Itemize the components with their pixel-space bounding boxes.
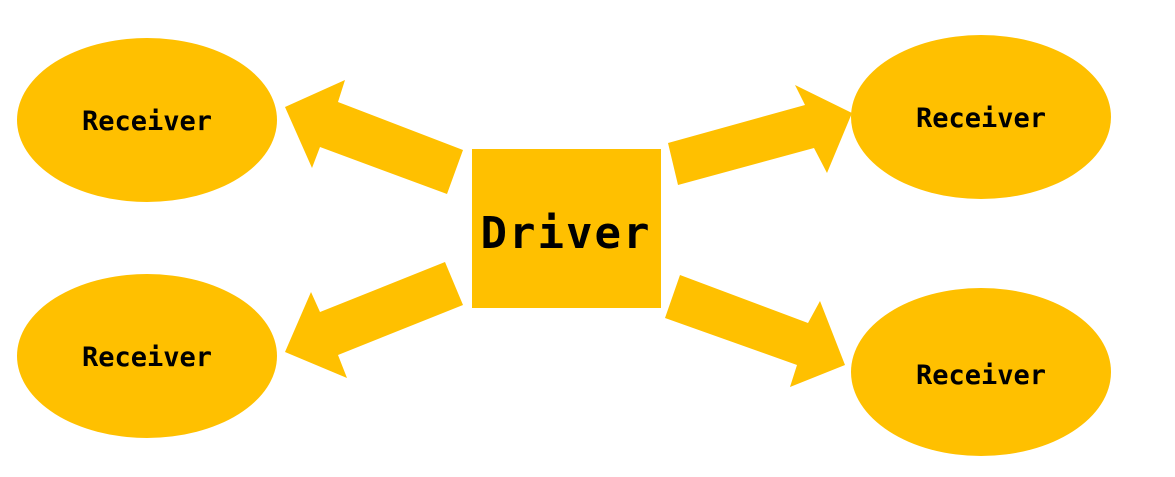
arrow-top-left [285,80,463,194]
driver-box [472,149,661,308]
arrow-top-right [668,85,852,185]
receiver-label: Receiver [82,106,212,137]
receiver-top-right [851,35,1111,199]
receiver-label: Receiver [916,103,1046,134]
receiver-bottom-right [851,288,1111,456]
receiver-top-left [17,38,277,202]
receiver-label: Receiver [82,342,212,373]
receiver-label: Receiver [916,360,1046,391]
arrow-bottom-right [665,275,845,387]
receiver-bottom-left [17,274,277,438]
driver-label: Driver [481,208,652,259]
arrow-bottom-left [285,262,463,378]
